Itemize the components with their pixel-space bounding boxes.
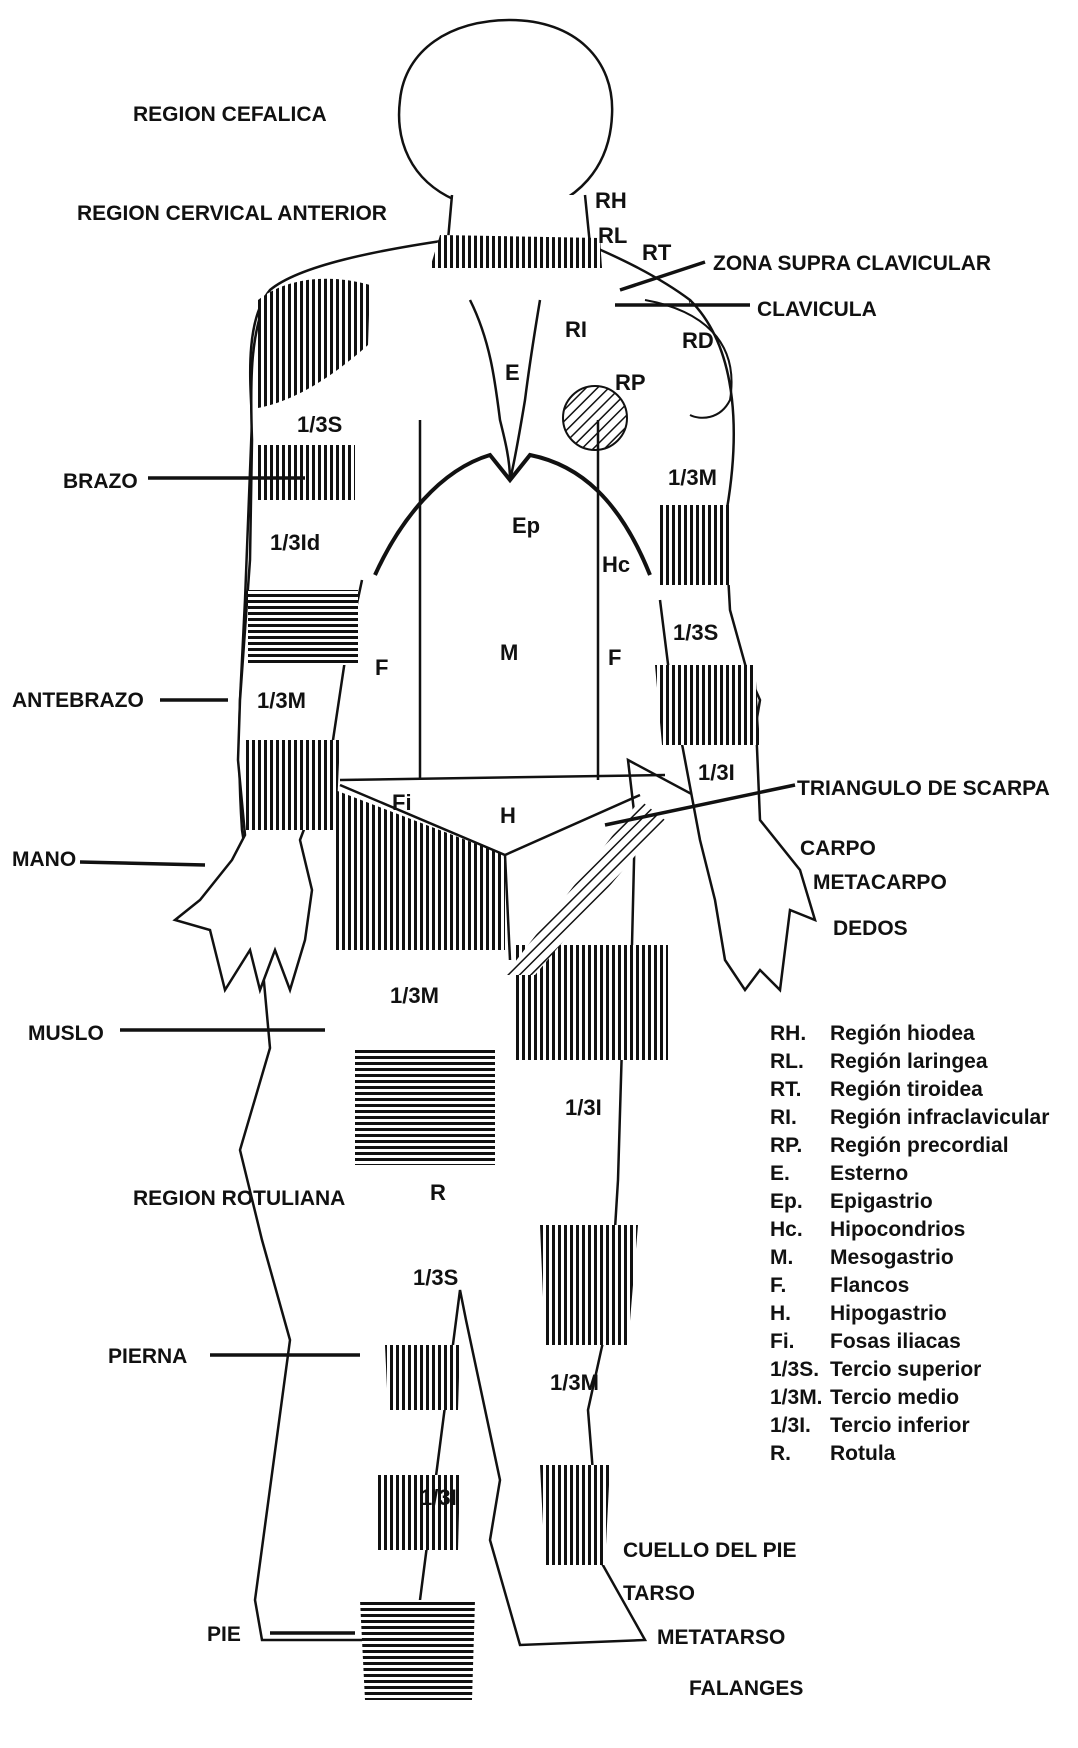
- legend-abbr: Fi.: [770, 1330, 795, 1353]
- legend-abbr: 1/3I.: [770, 1414, 811, 1437]
- legend-description: Epigastrio: [830, 1190, 933, 1213]
- legend-description: Hipocondrios: [830, 1218, 965, 1241]
- label-antebrazo: ANTEBRAZO: [12, 689, 144, 712]
- legend-description: Región laringea: [830, 1050, 988, 1073]
- region-fi: Fi: [392, 790, 412, 815]
- label-pie: PIE: [207, 1623, 241, 1646]
- left-leg-low-band: [540, 1465, 610, 1565]
- mano-arrow: [80, 862, 205, 865]
- left-forearm-mid-band: [655, 665, 760, 745]
- legend-abbr: Hc.: [770, 1218, 803, 1241]
- legend-abbr: H.: [770, 1302, 791, 1325]
- right-foot-band: [360, 1600, 475, 1700]
- region-forearm-l-sup: 1/3S: [673, 620, 718, 645]
- legend-description: Tercio inferior: [830, 1414, 970, 1437]
- region-forearm-r-mid: 1/3M: [257, 688, 306, 713]
- label-pierna: PIERNA: [108, 1345, 187, 1368]
- legend-abbr: RP.: [770, 1134, 802, 1157]
- region-leg-l-mid: 1/3M: [550, 1370, 599, 1395]
- legend-description: Región tiroidea: [830, 1078, 983, 1101]
- label-tarso: TARSO: [623, 1582, 695, 1605]
- legend-abbr: Ep.: [770, 1190, 803, 1213]
- region-thigh-l-inf: 1/3I: [565, 1095, 602, 1120]
- region-ep: Ep: [512, 513, 540, 538]
- region-e: E: [505, 360, 520, 385]
- precordial-circle: [563, 386, 627, 450]
- label-muslo: MUSLO: [28, 1022, 104, 1045]
- region-rt: RT: [642, 240, 672, 265]
- region-thigh-r-mid: 1/3M: [390, 983, 439, 1008]
- legend-abbr: R.: [770, 1442, 791, 1465]
- legend-abbr: F.: [770, 1274, 786, 1297]
- label-triangulo-de-scarpa: TRIANGULO DE SCARPA: [797, 777, 1050, 800]
- left-arm-low-band: [658, 505, 732, 585]
- label-falanges: FALANGES: [689, 1677, 803, 1700]
- legend-description: Flancos: [830, 1274, 909, 1297]
- legend-description: Región hiodea: [830, 1022, 975, 1045]
- right-knee-band: [355, 1050, 495, 1165]
- label-carpo: CARPO: [800, 837, 876, 860]
- region-f-right: F: [375, 655, 388, 680]
- legend-description: Hipogastrio: [830, 1302, 947, 1325]
- region-m: M: [500, 640, 518, 665]
- region-r: R: [430, 1180, 446, 1205]
- label-clavicula: CLAVICULA: [757, 298, 877, 321]
- region-forearm-l-inf: 1/3I: [698, 760, 735, 785]
- legend-description: Esterno: [830, 1162, 908, 1185]
- region-h: H: [500, 803, 516, 828]
- legend-abbr: 1/3S.: [770, 1358, 819, 1381]
- left-arm-outline: [660, 300, 815, 990]
- legend-description: Rotula: [830, 1442, 896, 1465]
- label-zona-supra-clavicular: ZONA SUPRA CLAVICULAR: [713, 252, 991, 275]
- label-mano: MANO: [12, 848, 76, 871]
- legend-description: Tercio superior: [830, 1358, 981, 1381]
- label-region-rotuliana: REGION ROTULIANA: [133, 1187, 345, 1210]
- label-metatarso: METATARSO: [657, 1626, 785, 1649]
- region-rl: RL: [598, 223, 627, 248]
- region-f-left: F: [608, 645, 621, 670]
- label-dedos: DEDOS: [833, 917, 908, 940]
- head-outline: [399, 20, 612, 216]
- label-region-cefalica: REGION CEFALICA: [133, 103, 327, 126]
- left-leg-upper-band: [540, 1225, 638, 1345]
- region-ri: RI: [565, 317, 587, 342]
- right-forearm-low-band: [244, 740, 340, 830]
- label-metacarpo: METACARPO: [813, 871, 947, 894]
- legend-abbr: E.: [770, 1162, 790, 1185]
- label-region-cervical-anterior: REGION CERVICAL ANTERIOR: [77, 202, 387, 225]
- neck-band: [430, 235, 602, 268]
- right-arm-mid-band: [255, 445, 355, 500]
- legend-abbr: RH.: [770, 1022, 806, 1045]
- right-elbow-band: [248, 590, 358, 665]
- legend-abbr: 1/3M.: [770, 1386, 823, 1409]
- legend-abbr: M.: [770, 1246, 793, 1269]
- label-brazo: BRAZO: [63, 470, 138, 493]
- region-rp: RP: [615, 370, 646, 395]
- region-leg-r-inf: 1/3I: [420, 1485, 457, 1510]
- legend-description: Región precordial: [830, 1134, 1009, 1157]
- legend-description: Región infraclavicular: [830, 1106, 1049, 1129]
- region-rd: RD: [682, 328, 714, 353]
- region-arm-r-upper: 1/3S: [297, 412, 342, 437]
- right-leg-mid-band: [385, 1345, 460, 1410]
- legend-description: Mesogastrio: [830, 1246, 954, 1269]
- legend-abbr: RI.: [770, 1106, 797, 1129]
- region-leg-r-sup: 1/3S: [413, 1265, 458, 1290]
- legend-description: Tercio medio: [830, 1386, 959, 1409]
- legend-abbr: RL.: [770, 1050, 804, 1073]
- region-rh: RH: [595, 188, 627, 213]
- legend-abbr: RT.: [770, 1078, 802, 1101]
- region-arm-r-lower: 1/3Id: [270, 530, 320, 555]
- region-arm-l-mid: 1/3M: [668, 465, 717, 490]
- label-cuello-del-pie: CUELLO DEL PIE: [623, 1539, 796, 1562]
- region-hc: Hc: [602, 552, 630, 577]
- legend-description: Fosas iliacas: [830, 1330, 961, 1353]
